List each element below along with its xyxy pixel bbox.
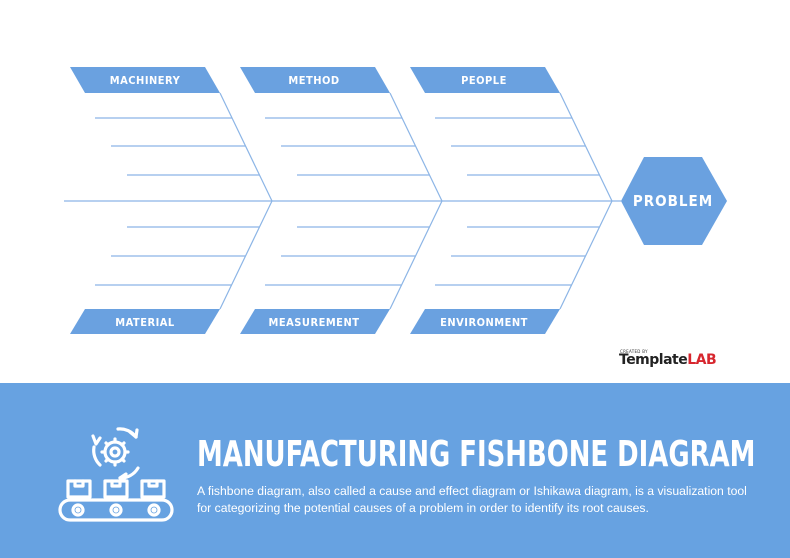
- logo-created-by: CREATED BY: [620, 349, 648, 354]
- category-label-material: MATERIAL: [115, 316, 175, 329]
- category-box-environment: [410, 309, 560, 334]
- diagonal-bone-top: [219, 92, 273, 202]
- diagonal-bone-bottom: [389, 200, 443, 310]
- diagonal-bone-top: [389, 92, 443, 202]
- diagonal-bone-top: [559, 92, 613, 202]
- logo-brand: TemplateLAB: [619, 352, 717, 368]
- category-box-measurement: [240, 309, 390, 334]
- templatelab-logo: CREATED BY TemplateLAB: [616, 344, 726, 374]
- category-box-material: [70, 309, 220, 334]
- category-box-people: [410, 67, 560, 93]
- category-box-method: [240, 67, 390, 93]
- category-label-method: METHOD: [288, 74, 339, 87]
- category-box-machinery: [70, 67, 220, 93]
- problem-hexagon: [621, 157, 727, 245]
- fishbone-diagram: MACHINERY METHOD PEOPLE MATERIAL MEASURE…: [64, 67, 727, 334]
- page-title: MANUFACTURING FISHBONE DIAGRAM: [197, 434, 756, 475]
- page-description: A fishbone diagram, also called a cause …: [197, 484, 747, 515]
- category-label-people: PEOPLE: [461, 74, 507, 87]
- diagonal-bone-bottom: [559, 200, 613, 310]
- manufacturing-conveyor-gear-icon: [58, 427, 174, 522]
- fishbone-lines: [64, 92, 621, 310]
- footer-banner: MANUFACTURING FISHBONE DIAGRAM A fishbon…: [0, 383, 790, 558]
- logo-brand-accent: LAB: [687, 352, 717, 368]
- problem-label: PROBLEM: [633, 192, 713, 210]
- category-label-environment: ENVIRONMENT: [440, 316, 528, 329]
- category-label-measurement: MEASUREMENT: [269, 316, 360, 329]
- category-label-machinery: MACHINERY: [110, 74, 181, 87]
- logo-brand-main: Template: [619, 352, 688, 368]
- diagonal-bone-bottom: [219, 200, 273, 310]
